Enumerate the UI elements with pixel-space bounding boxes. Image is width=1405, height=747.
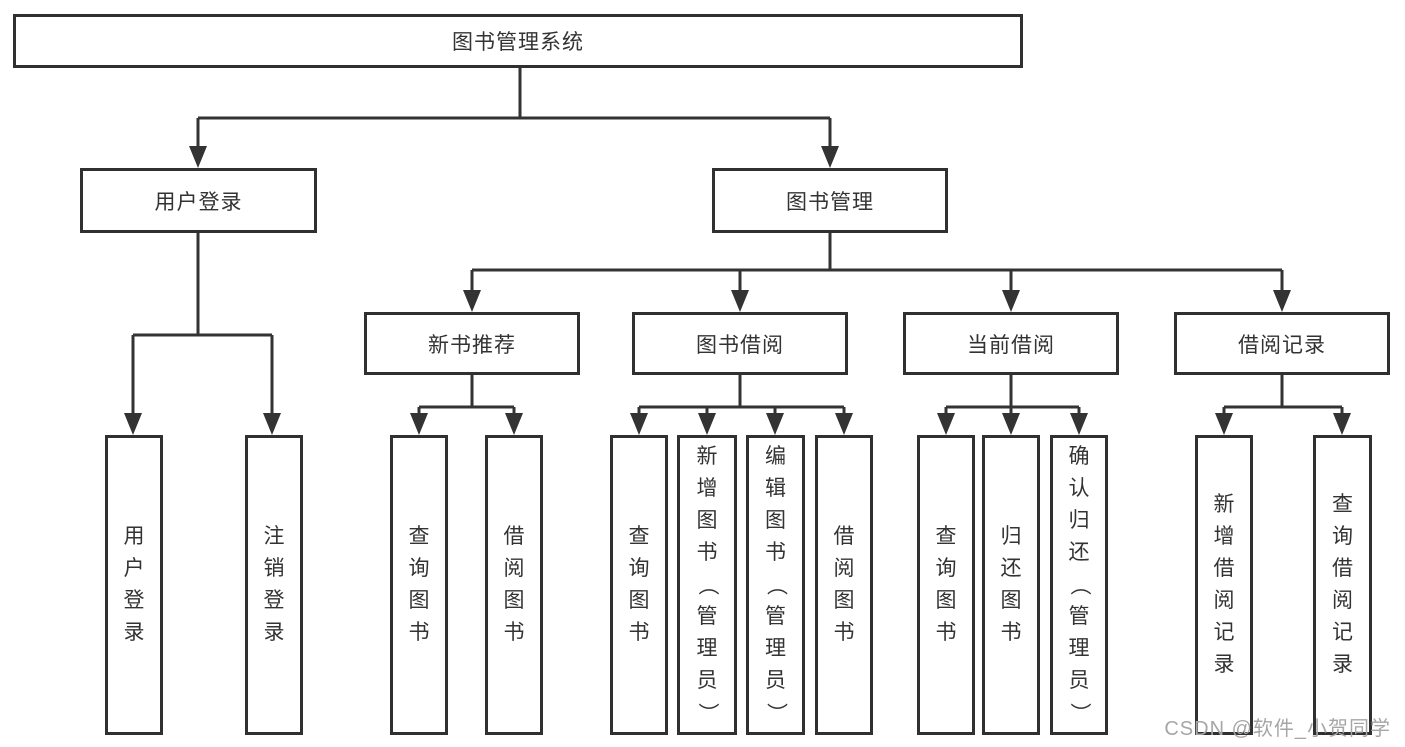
node-new-book-rec: 新书推荐: [364, 312, 580, 375]
connector-borrow-records: [1222, 373, 1344, 416]
node-leaf-query-books-3: 查询图书: [917, 435, 975, 735]
connector-user-login: [131, 231, 274, 416]
connector-current-borrow: [944, 373, 1081, 416]
node-root-system: 图书管理系统: [13, 14, 1023, 68]
node-current-borrow: 当前借阅: [903, 312, 1119, 375]
arrowheads-user-login: [124, 413, 281, 435]
node-leaf-user-login: 用户登录: [105, 435, 163, 735]
node-user-login: 用户登录: [80, 168, 317, 233]
node-leaf-edit-books-admin: 编辑图书（管理员）: [746, 435, 805, 735]
node-leaf-borrow-books-1: 借阅图书: [485, 435, 543, 735]
connector-new-book-rec: [417, 373, 516, 416]
connector-book-mgmt: [470, 231, 1284, 293]
arrowheads-level2: [189, 146, 839, 168]
node-leaf-logout: 注销登录: [245, 435, 303, 735]
node-borrow-records: 借阅记录: [1174, 312, 1390, 375]
node-leaf-query-books-1: 查询图书: [390, 435, 448, 735]
arrowheads-leaves: [410, 413, 1351, 435]
arrowheads-level3: [463, 290, 1291, 312]
connector-book-borrow: [637, 373, 846, 416]
connector-root-to-level2: [196, 66, 832, 150]
node-leaf-add-borrow-record: 新增借阅记录: [1195, 435, 1253, 735]
node-book-mgmt: 图书管理: [712, 168, 948, 233]
node-leaf-query-books-2: 查询图书: [610, 435, 668, 735]
csdn-watermark: CSDN @软件_小贺同学: [1164, 718, 1391, 740]
node-book-borrow: 图书借阅: [632, 312, 848, 375]
node-leaf-return-books: 归还图书: [982, 435, 1040, 735]
node-leaf-query-borrow-record: 查询借阅记录: [1313, 435, 1372, 735]
node-leaf-confirm-return-admin: 确认归还（管理员）: [1050, 435, 1108, 735]
node-leaf-add-books-admin: 新增图书（管理员）: [677, 435, 737, 735]
node-leaf-borrow-books-2: 借阅图书: [815, 435, 873, 735]
